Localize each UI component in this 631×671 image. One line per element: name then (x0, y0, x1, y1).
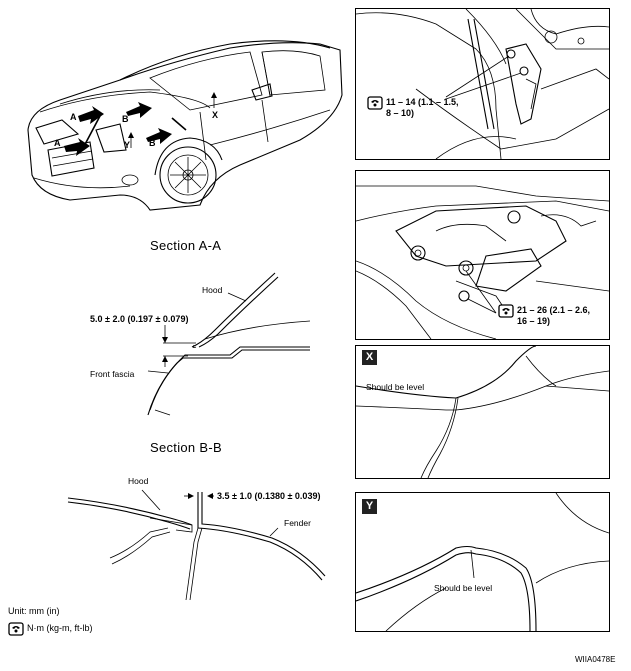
legend-unit: Unit: mm (in) (8, 606, 60, 616)
torque-wrench-icon (498, 304, 514, 318)
label-b-top: B (122, 114, 129, 124)
section-a-gap-spec: 5.0 ± 2.0 (0.197 ± 0.079) (90, 314, 189, 324)
section-b-title: Section B-B (150, 440, 222, 455)
panel-y-tag: Y (362, 499, 377, 514)
label-b-bottom: B (149, 138, 156, 148)
latch-panel: 21 – 26 (2.1 – 2.6, 16 – 19) (355, 170, 610, 340)
section-a-hood-label: Hood (202, 285, 223, 295)
label-x: X (212, 110, 219, 120)
figure-id: WIIA0478E (575, 655, 616, 664)
panel-y: Y Should be level (355, 492, 610, 632)
panel-x-tag: X (362, 350, 377, 365)
section-b-gap-spec: 3.5 ± 1.0 (0.1380 ± 0.039) (217, 491, 321, 501)
label-y: Y (124, 140, 131, 150)
car-illustration: A A B B X Y (0, 0, 345, 225)
legend-torque-unit: N·m (kg-m, ft-lb) (27, 623, 93, 633)
panel-y-note: Should be level (434, 583, 493, 593)
section-b-fender-label: Fender (284, 518, 311, 528)
section-b-hood-label: Hood (128, 476, 149, 486)
car-drawing (27, 40, 343, 211)
latch-torque-line2: 16 – 19) (517, 316, 551, 326)
torque-wrench-icon (367, 96, 383, 110)
arrow-b1-icon (126, 102, 152, 118)
section-a-title: Section A-A (150, 238, 222, 253)
hinge-torque-line2: 8 – 10) (386, 108, 415, 118)
label-a-bottom: A (54, 138, 61, 148)
section-a-fascia-label: Front fascia (90, 369, 135, 379)
latch-torque-line1: 21 – 26 (2.1 – 2.6, (517, 305, 591, 315)
torque-wrench-icon (8, 622, 24, 636)
panel-x-note: Should be level (366, 382, 425, 392)
hinge-panel: 11 – 14 (1.1 – 1.5, 8 – 10) (355, 8, 610, 160)
arrow-b2-icon (146, 128, 172, 144)
arrow-a1-icon (78, 106, 104, 124)
hinge-torque-line1: 11 – 14 (1.1 – 1.5, (386, 97, 459, 107)
section-b-diagram: Hood 3.5 ± 1.0 (0.1380 ± 0.039) Fender (0, 470, 345, 605)
arrow-a2-icon (64, 138, 90, 156)
panel-x: X Should be level (355, 345, 610, 479)
section-a-diagram: Hood 5.0 ± 2.0 (0.197 ± 0.079) Front fas… (0, 255, 345, 420)
label-a-top: A (70, 112, 77, 122)
